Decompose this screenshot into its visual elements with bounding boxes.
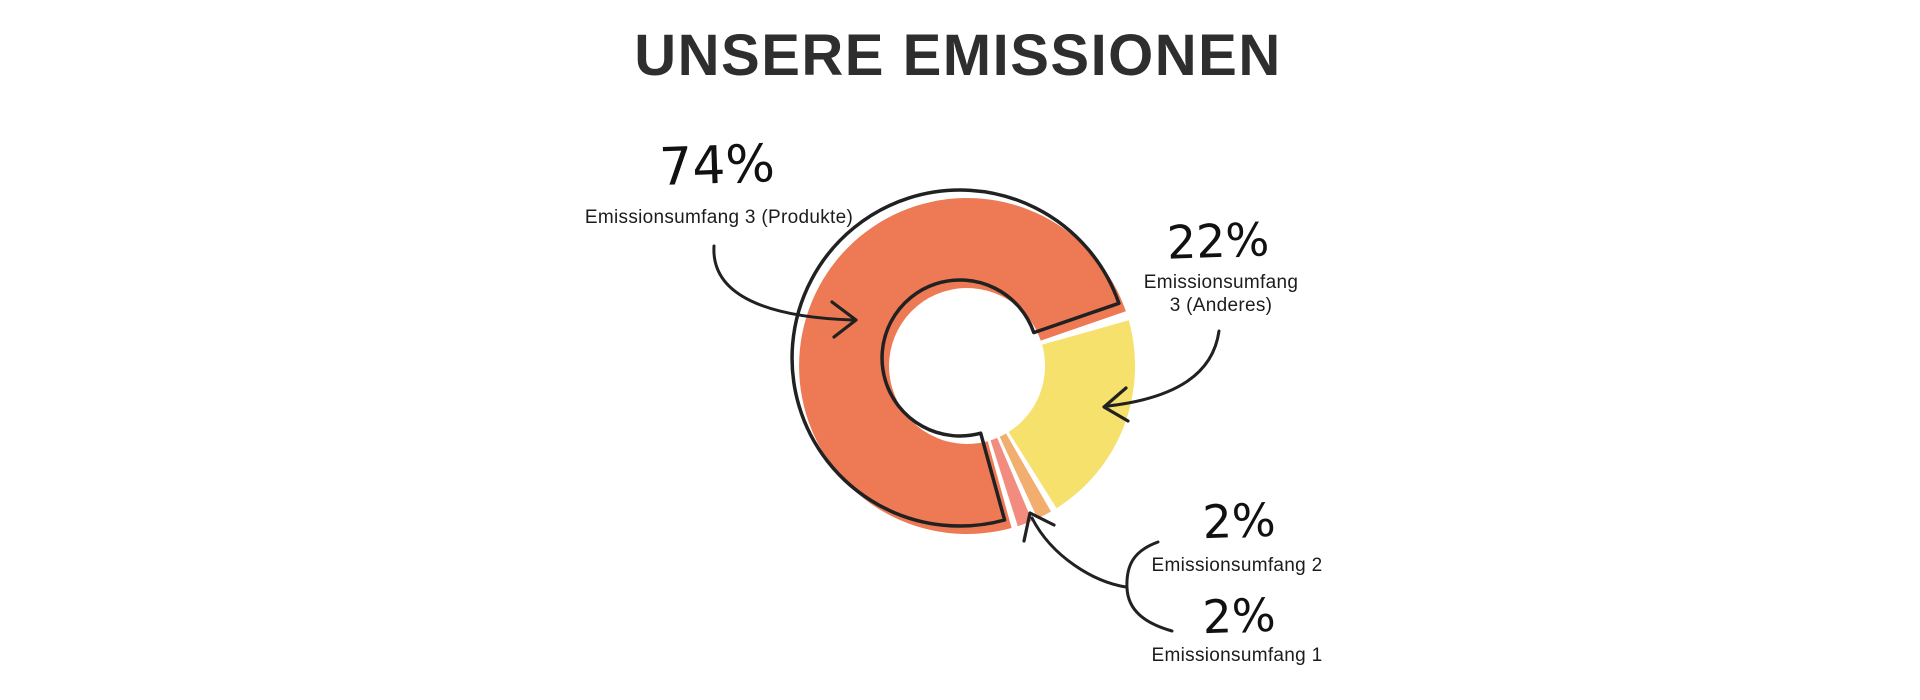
slice-scope3-anderes xyxy=(1008,320,1136,509)
slice-scope3-produkte xyxy=(799,198,1126,535)
callout-anderes-percent: 22% xyxy=(1165,212,1271,270)
slice-scope1 xyxy=(990,437,1033,527)
slice-scope2 xyxy=(999,433,1051,519)
arrow-scope3-anderes xyxy=(1102,329,1221,423)
arrowhead-icon xyxy=(1102,386,1130,423)
arrowhead-icon xyxy=(1022,511,1056,543)
callout-scope1-label: Emissionsumfang 1 xyxy=(1151,645,1323,666)
sketch-outline-scope3-produkte xyxy=(790,188,1121,528)
callout-produkte-percent: 74% xyxy=(658,134,776,198)
callout-anderes-label-line2: 3 (Anderes) xyxy=(1169,295,1273,316)
callout-anderes-label: Emissionsumfang 3 (Anderes) xyxy=(1144,271,1298,317)
arrowhead-icon xyxy=(830,300,858,339)
callout-anderes-label-line1: Emissionsumfang xyxy=(1143,272,1299,293)
callout-produkte-label: Emissionsumfang 3 (Produkte) xyxy=(584,207,854,228)
arrow-scope3-produkte xyxy=(712,244,858,339)
callout-scope1-percent: 2% xyxy=(1201,587,1277,645)
page-title: UNSERE EMISSIONEN xyxy=(634,23,1282,88)
arrow-small-slices xyxy=(1022,511,1174,633)
callout-scope2-label: Emissionsumfang 2 xyxy=(1151,555,1323,576)
callout-scope2-percent: 2% xyxy=(1201,492,1277,550)
